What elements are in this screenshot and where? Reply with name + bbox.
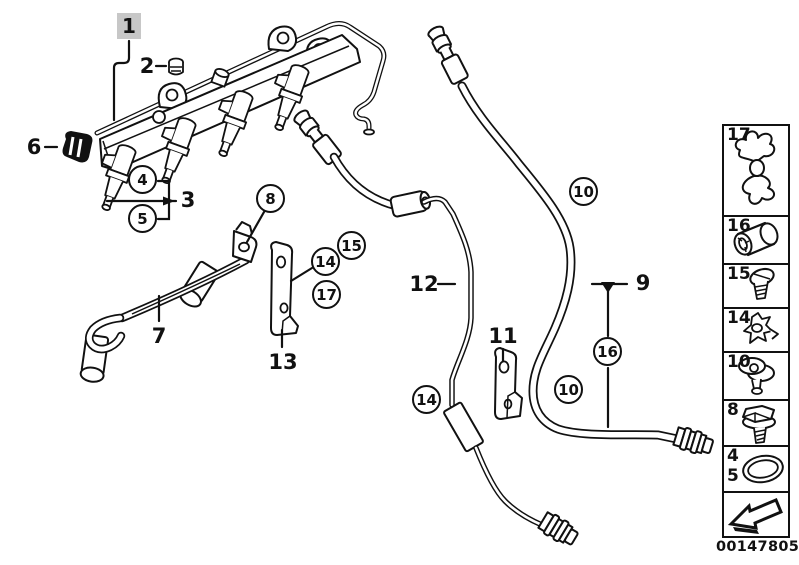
- legend-label-17: 17: [727, 125, 751, 145]
- callout-11[interactable]: 11: [488, 324, 518, 348]
- rail-mounting-ear: [267, 25, 298, 52]
- legend-label-14: 14: [727, 308, 751, 328]
- legend-box-15[interactable]: 15: [722, 263, 790, 309]
- spring-clip-icon: [734, 130, 776, 205]
- callout-6[interactable]: 6: [26, 135, 42, 159]
- leader-lines: [43, 39, 629, 429]
- direction-arrow-icon: [727, 498, 783, 534]
- callout-10-circle-upper[interactable]: 10: [569, 177, 598, 206]
- fuel-hose-10: [424, 23, 716, 459]
- legend-box-14[interactable]: 14: [722, 307, 790, 353]
- legend-label-16: 16: [727, 216, 751, 236]
- callout-12[interactable]: 12: [409, 272, 439, 296]
- cap-2: [168, 57, 184, 76]
- legend-box-direction[interactable]: [722, 491, 790, 538]
- parts-legend: 17 16 15: [722, 124, 790, 538]
- callout-3[interactable]: 3: [180, 188, 196, 212]
- callout-14-circle-lower[interactable]: 14: [412, 385, 441, 414]
- callout-2[interactable]: 2: [139, 54, 155, 78]
- callout-16-circle[interactable]: 16: [593, 337, 622, 366]
- legend-label-10: 10: [727, 352, 751, 372]
- callout-10-circle-lower[interactable]: 10: [554, 375, 583, 404]
- grommet-clip-icon: [743, 312, 779, 344]
- legend-label-4: 4: [727, 446, 739, 466]
- callout-14-circle-mid[interactable]: 14: [311, 247, 340, 276]
- legend-label-8: 8: [727, 400, 739, 420]
- retaining-clip-6: [62, 131, 93, 163]
- o-ring-icon: [742, 454, 784, 484]
- legend-box-4-5[interactable]: 4 5: [722, 445, 790, 493]
- bracket-13: [270, 241, 299, 336]
- callout-7[interactable]: 7: [151, 324, 167, 348]
- callout-17-circle[interactable]: 17: [312, 280, 341, 309]
- callout-15-circle[interactable]: 15: [337, 231, 366, 260]
- fuel-feed-line-12: [290, 106, 582, 550]
- screw-icon: [749, 267, 775, 300]
- legend-box-8[interactable]: 8: [722, 399, 790, 447]
- rail-mounting-ear: [157, 82, 188, 110]
- diagram-part-number: 00147805: [716, 539, 799, 555]
- flange-bolt-icon: [742, 405, 776, 444]
- legend-box-10[interactable]: 10: [722, 351, 790, 401]
- fuel-rail-assembly: [86, 21, 387, 215]
- valve-fitting-icon: [738, 357, 775, 395]
- legend-label-15: 15: [727, 264, 751, 284]
- callout-13[interactable]: 13: [268, 350, 298, 374]
- callout-1-highlighted[interactable]: 1: [117, 13, 141, 39]
- legend-box-17[interactable]: 17: [722, 124, 790, 217]
- legend-label-5: 5: [727, 466, 739, 486]
- callout-9[interactable]: 9: [635, 271, 651, 295]
- mounting-bracket-7: [79, 221, 258, 383]
- legend-box-16[interactable]: 16: [722, 215, 790, 265]
- callout-8-circle[interactable]: 8: [256, 184, 285, 213]
- callout-5-circle[interactable]: 5: [128, 204, 157, 233]
- sleeve-icon: [733, 221, 779, 257]
- callout-4-circle[interactable]: 4: [128, 165, 157, 194]
- bracket-11: [494, 347, 523, 420]
